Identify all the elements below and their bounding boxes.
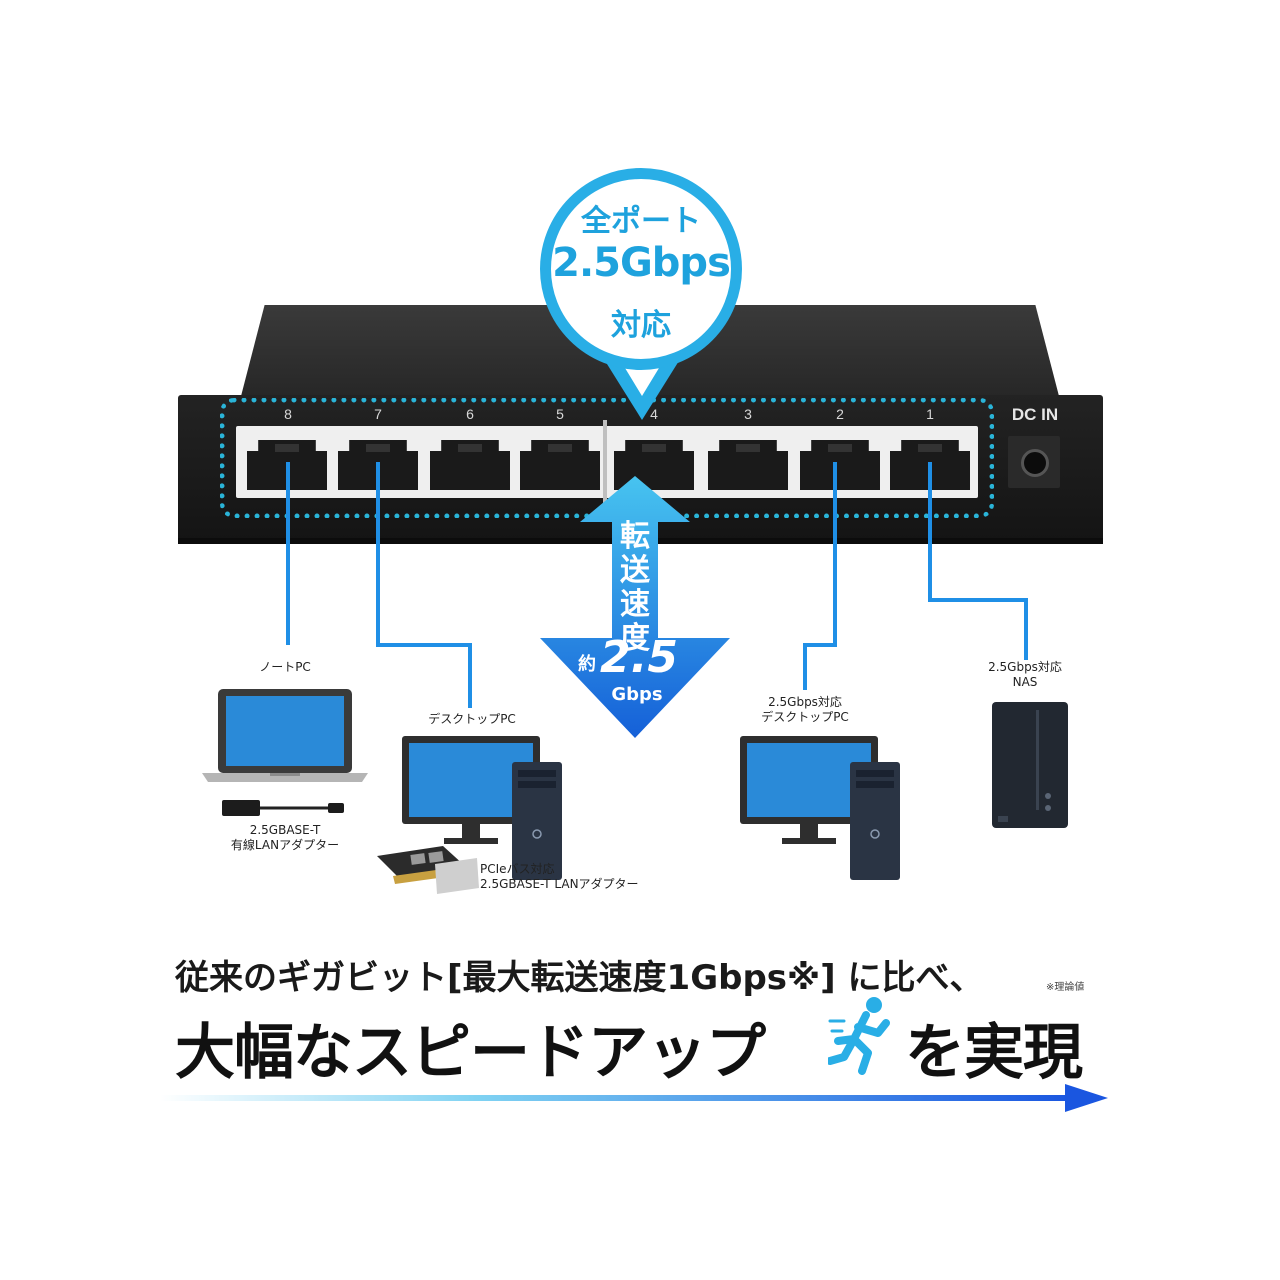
port-number-8: 8	[284, 406, 292, 422]
transfer-speed-arrow	[540, 476, 730, 738]
realize-headline: を実現	[905, 1018, 1083, 1088]
desktop-pc-icon	[402, 736, 562, 880]
laptop-label: ノートPC	[259, 660, 311, 674]
running-person-icon	[828, 997, 890, 1075]
port-number-6: 6	[466, 406, 474, 422]
usb-adapter-label-line1: 2.5GBASE-T	[249, 823, 321, 837]
desktop-25g-label-line2: デスクトップPC	[761, 710, 849, 724]
nas-storage-icon	[992, 702, 1068, 828]
badge-text-all-ports: 全ポート	[581, 204, 701, 239]
ethernet-port-6	[430, 434, 510, 490]
cable-port-1-nas	[928, 462, 1028, 660]
speedup-headline: 大幅なスピードアップ	[175, 1018, 766, 1088]
transfer-speed-label: 転送速度	[620, 519, 650, 656]
badge-text-support: 対応	[611, 308, 671, 343]
port-number-7: 7	[374, 406, 382, 422]
progress-arrow	[160, 1084, 1108, 1112]
nas-label-line1: 2.5Gbps対応	[988, 660, 1062, 674]
port-number-2: 2	[836, 406, 844, 422]
port-number-3: 3	[744, 406, 752, 422]
ethernet-port-5	[520, 434, 600, 490]
usb-adapter-label-line2: 有線LANアダプター	[230, 838, 340, 852]
comparison-headline: 従来のギガビット[最大転送速度1Gbps※] に比べ、	[175, 958, 984, 998]
desktop-25g-label-line1: 2.5Gbps対応	[768, 695, 842, 709]
nas-label-line2: NAS	[1012, 675, 1038, 689]
desktop-pc-25g-icon	[740, 736, 900, 880]
ethernet-port-3	[708, 434, 788, 490]
pcie-lan-card-icon	[377, 846, 479, 894]
dc-in-jack	[1008, 436, 1060, 488]
pcie-adapter-label-line1: PCIeバス対応	[480, 862, 555, 876]
cable-port-7-desktop	[376, 462, 472, 708]
theoretical-value-note: ※理論値	[1046, 982, 1085, 993]
speed-unit: Gbps	[611, 684, 663, 705]
speed-value: 2.5	[600, 632, 678, 683]
ethernet-port-2	[800, 434, 880, 490]
desktop-label: デスクトップPC	[428, 712, 516, 726]
approx-label: 約	[578, 654, 596, 675]
ethernet-port-4	[614, 434, 694, 490]
badge-text-speed: 2.5Gbps	[552, 240, 731, 286]
port-number-4: 4	[650, 406, 658, 422]
pcie-adapter-label-line2: 2.5GBASE-T LANアダプター	[480, 877, 639, 891]
port-number-5: 5	[556, 406, 564, 422]
dc-in-label: DC IN	[1011, 405, 1059, 424]
cable-port-2-desktop25g	[803, 462, 837, 690]
usb-lan-adapter-icon	[222, 800, 344, 816]
port-number-1: 1	[926, 406, 934, 422]
laptop-icon	[202, 689, 368, 782]
all-ports-badge	[540, 168, 742, 370]
port-group-divider	[603, 420, 607, 504]
